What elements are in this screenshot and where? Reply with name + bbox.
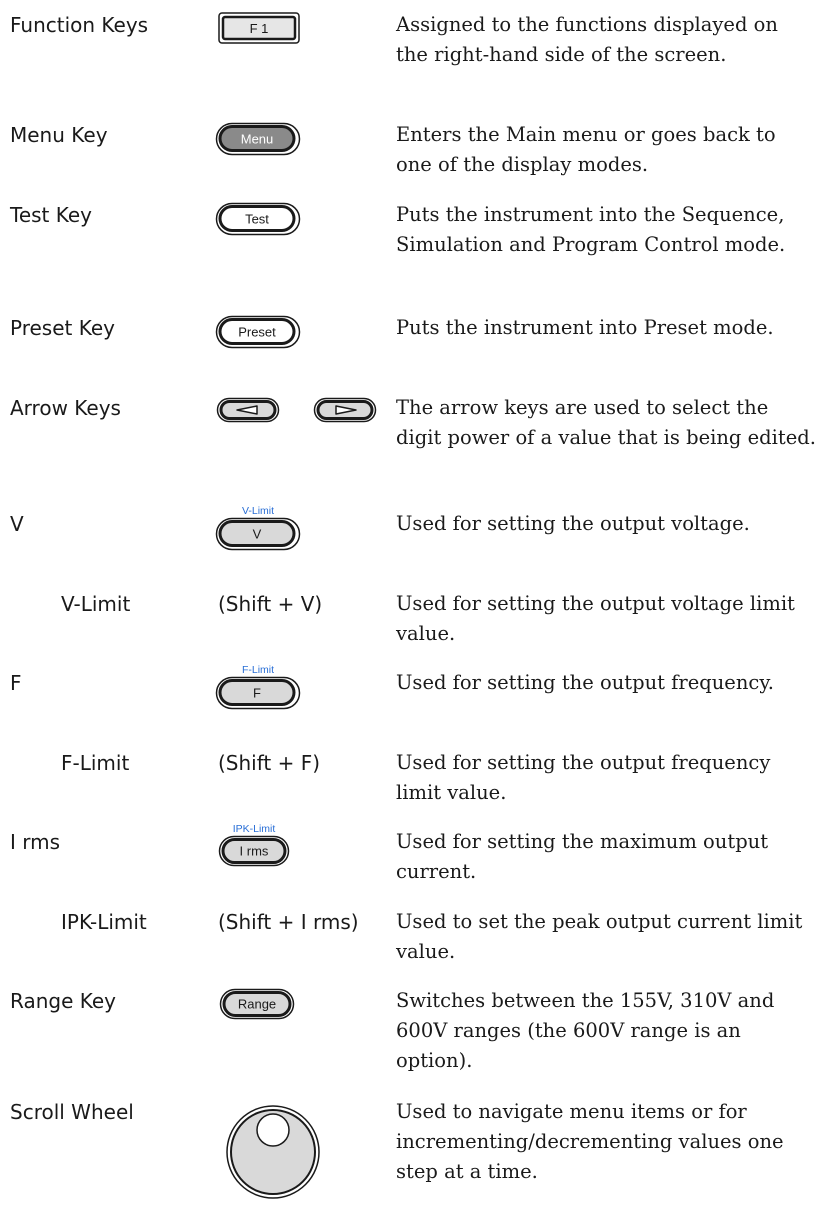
range-key-label: Range Key [10,989,117,1013]
range-key-desc: Switches between the 155V, 310V and 600V… [396,989,775,1072]
irms-key-desc: Used for setting the maximum output curr… [396,830,769,883]
irms-key-label: I rms [10,830,61,854]
v-key[interactable]: V-Limit V [212,503,304,553]
menu-key-label: Menu Key [10,123,108,147]
v-key-label: V [10,512,24,536]
f-limit-desc: Used for setting the output frequency li… [396,751,771,804]
test-key-desc: Puts the instrument into the Sequence, S… [396,203,786,256]
f1-key-label: F 1 [250,21,269,36]
scroll-wheel-dimple-icon [256,1113,290,1147]
f-key-text: F [253,686,261,701]
f-limit-shift-label: F-Limit [242,664,274,676]
f-limit-shift-combo: (Shift + F) [218,751,321,775]
function-keys-label: Function Keys [10,13,149,37]
arrow-keys-desc: The arrow keys are used to select the di… [396,396,816,449]
f-limit-label: F-Limit [61,751,130,775]
v-key-text: V [253,527,262,542]
ipk-limit-label: IPK-Limit [61,910,147,934]
menu-key-text: Menu [241,132,274,147]
range-key[interactable]: Range [219,988,295,1020]
preset-key-label: Preset Key [10,316,115,340]
arrow-left-icon [236,405,258,415]
test-key-label: Test Key [10,203,93,227]
arrow-left-key[interactable] [216,397,280,423]
arrow-right-icon [335,405,357,415]
range-key-text: Range [238,997,276,1012]
function-keys-desc: Assigned to the functions displayed on t… [396,13,778,66]
f-key[interactable]: F-Limit F [212,662,304,712]
f-key-label: F [10,671,22,695]
v-limit-shift-combo: (Shift + V) [218,592,323,616]
v-key-desc: Used for setting the output voltage. [396,512,750,535]
scroll-wheel-desc: Used to navigate menu items or for incre… [396,1100,784,1183]
scroll-wheel-label: Scroll Wheel [10,1100,134,1124]
menu-key[interactable]: Menu [215,122,301,156]
ipk-limit-desc: Used to set the peak output current limi… [396,910,803,963]
preset-key-desc: Puts the instrument into Preset mode. [396,316,774,339]
v-limit-label: V-Limit [61,592,131,616]
test-key-text: Test [245,212,269,227]
menu-key-desc: Enters the Main menu or goes back to one… [396,123,776,176]
scroll-wheel[interactable] [225,1099,321,1205]
test-key[interactable]: Test [215,202,301,236]
preset-key-text: Preset [238,325,276,340]
irms-key[interactable]: IPK-Limit I rms [208,821,300,869]
ipk-limit-shift-combo: (Shift + I rms) [218,910,359,934]
f1-key[interactable]: F 1 [218,12,300,44]
irms-key-text: I rms [240,844,269,859]
preset-key[interactable]: Preset [215,315,301,349]
v-limit-desc: Used for setting the output voltage limi… [396,592,795,645]
arrow-right-key[interactable] [313,397,377,423]
arrow-keys-label: Arrow Keys [10,396,121,420]
ipk-limit-shift-label: IPK-Limit [233,823,276,835]
v-limit-shift-label: V-Limit [242,505,274,517]
f-key-desc: Used for setting the output frequency. [396,671,774,694]
